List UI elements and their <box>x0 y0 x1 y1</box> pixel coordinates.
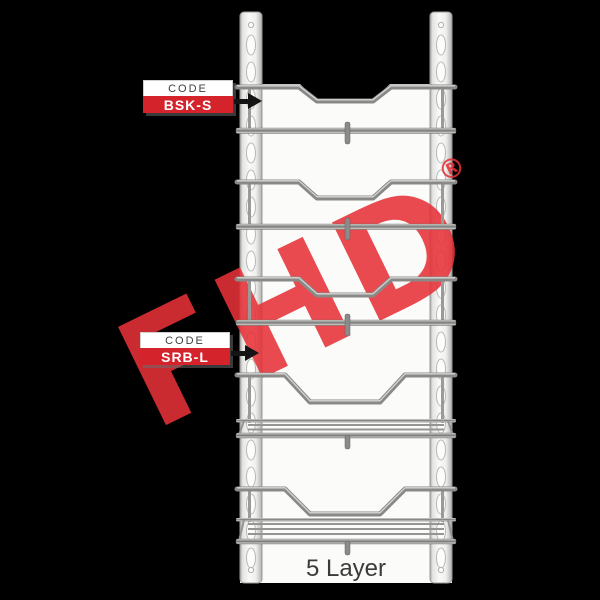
basket-layer <box>234 179 458 241</box>
shelf-side-wire <box>238 420 245 436</box>
rail-slot-hole <box>436 250 446 272</box>
basket-top-wire <box>234 486 458 517</box>
arrow-shaft <box>231 351 246 356</box>
shelf-side-wire <box>447 420 454 436</box>
shelf-center-clip <box>344 540 351 556</box>
basket-top-wire <box>234 84 458 104</box>
rail-slot-hole <box>436 439 446 461</box>
rail-slot-hole <box>246 142 256 164</box>
basket-layer <box>234 276 458 337</box>
callout-code: BSK-S <box>143 96 233 113</box>
rail-slot-hole <box>436 34 446 56</box>
shelf-center-clip <box>344 313 351 337</box>
rail-slot-hole <box>246 61 256 83</box>
rail-slot-hole <box>246 439 256 461</box>
shelf-center-clip <box>344 434 351 450</box>
arrow-head <box>245 345 259 361</box>
callout-box: CODE SRB-L <box>140 332 230 365</box>
backdrop-top-notch <box>300 84 390 101</box>
callout-bsk-s: CODE BSK-S <box>143 80 262 113</box>
basket-layer <box>234 84 458 145</box>
shelf-side-wire <box>238 519 245 542</box>
basket-top-wire <box>234 372 458 405</box>
rail-slot-hole <box>436 61 446 83</box>
right-arrow-icon <box>234 93 264 109</box>
wire-baskets <box>234 84 458 556</box>
rail-screw-hole <box>437 566 445 574</box>
rail-screw-hole <box>437 21 445 29</box>
rail-slot-hole <box>436 142 446 164</box>
shelf-center-clip <box>344 121 351 145</box>
rail-slot-hole <box>246 250 256 272</box>
callout-srb-l: CODE SRB-L <box>140 332 259 365</box>
rail-screw-hole <box>247 21 255 29</box>
basket-top-wire-highlight <box>237 487 455 514</box>
callout-code: SRB-L <box>140 348 230 365</box>
shelf-side-wire <box>447 519 454 542</box>
basket-layer <box>234 486 458 556</box>
callout-box: CODE BSK-S <box>143 80 233 113</box>
callout-heading: CODE <box>140 332 230 348</box>
basket-top-wire-highlight <box>237 85 455 101</box>
right-arrow-icon <box>231 345 261 361</box>
callout-heading: CODE <box>143 80 233 96</box>
rail-slot-hole <box>246 34 256 56</box>
shelf-center-clip <box>344 217 351 241</box>
basket-top-wire <box>234 179 458 201</box>
arrow-head <box>248 93 262 109</box>
basket-top-wire <box>234 276 458 298</box>
rail-slot-hole <box>436 331 446 353</box>
basket-top-wire-highlight <box>237 373 455 402</box>
basket-top-wire-highlight <box>237 277 455 295</box>
layer-count-caption: 5 Layer <box>305 555 387 582</box>
shelf-back-wire <box>236 419 456 423</box>
arrow-shaft <box>234 99 249 104</box>
basket-top-wire-highlight <box>237 180 455 198</box>
shelf-back-wire <box>236 518 456 522</box>
rail-screw-hole <box>247 566 255 574</box>
basket-layer <box>234 372 458 450</box>
